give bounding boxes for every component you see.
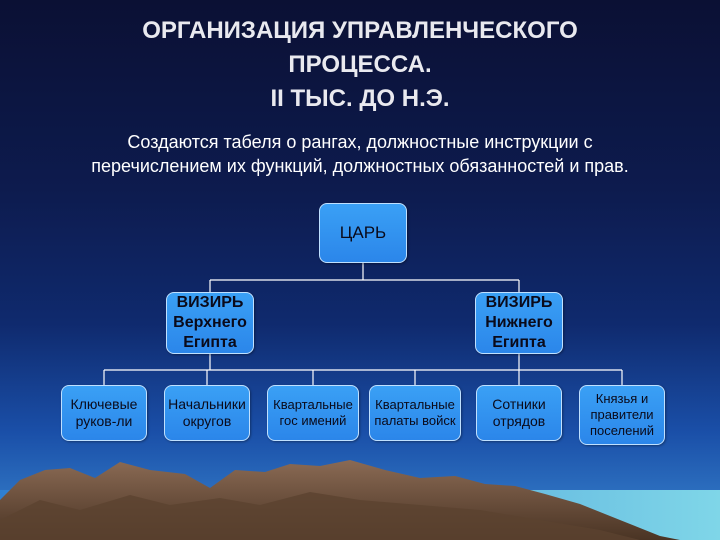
district-heads-line-2: округов	[182, 413, 232, 429]
state-estates-line-2: гос имений	[279, 413, 347, 428]
vizier-upper-line-3: Египта	[183, 334, 237, 351]
node-key-managers: Ключевые руков-ли	[61, 385, 147, 441]
vizier-lower-line-3: Египта	[492, 334, 546, 351]
army-chambers-line-2: палаты войск	[374, 413, 456, 428]
slide-subtitle: Создаются табеля о рангах, должностные и…	[30, 130, 690, 178]
key-managers-line-2: руков-ли	[75, 413, 133, 429]
vizier-upper-line-2: Верхнего	[173, 314, 247, 331]
princes-line-2: правители	[590, 407, 654, 422]
node-vizier-lower-egypt: ВИЗИРЬ Нижнего Египта	[475, 292, 563, 354]
title-line-3: II ТЫС. ДО Н.Э.	[270, 85, 450, 112]
node-tsar: ЦАРЬ	[319, 203, 407, 263]
vizier-lower-line-2: Нижнего	[485, 314, 553, 331]
title-line-1: ОРГАНИЗАЦИЯ УПРАВЛЕНЧЕСКОГО	[142, 17, 578, 44]
state-estates-line-1: Квартальные	[273, 397, 353, 412]
army-chambers-line-1: Квартальные	[375, 397, 455, 412]
centurions-line-2: отрядов	[492, 413, 546, 429]
key-managers-line-1: Ключевые	[70, 396, 138, 412]
district-heads-line-1: Начальники	[168, 396, 246, 412]
centurions-line-1: Сотники	[492, 396, 546, 412]
vizier-upper-line-1: ВИЗИРЬ	[176, 294, 244, 311]
title-line-2: ПРОЦЕССА.	[288, 51, 432, 78]
princes-line-3: поселений	[589, 423, 655, 438]
vizier-lower-line-1: ВИЗИРЬ	[485, 294, 553, 311]
node-tsar-label: ЦАРЬ	[339, 223, 387, 242]
node-army-chambers: Квартальные палаты войск	[369, 385, 461, 441]
princes-line-1: Князья и	[595, 391, 649, 406]
node-district-heads: Начальники округов	[164, 385, 250, 441]
mountain-ridge	[0, 492, 640, 540]
node-princes-rulers: Князья и правители поселений	[579, 385, 665, 445]
subtitle-line-1: Создаются табеля о рангах, должностные и…	[127, 132, 593, 152]
subtitle-line-2: перечислением их функций, должностных об…	[91, 156, 629, 176]
slide-title: ОРГАНИЗАЦИЯ УПРАВЛЕНЧЕСКОГО ПРОЦЕССА. II…	[40, 14, 680, 116]
node-state-estates: Квартальные гос имений	[267, 385, 359, 441]
node-vizier-upper-egypt: ВИЗИРЬ Верхнего Египта	[166, 292, 254, 354]
node-centurions: Сотники отрядов	[476, 385, 562, 441]
